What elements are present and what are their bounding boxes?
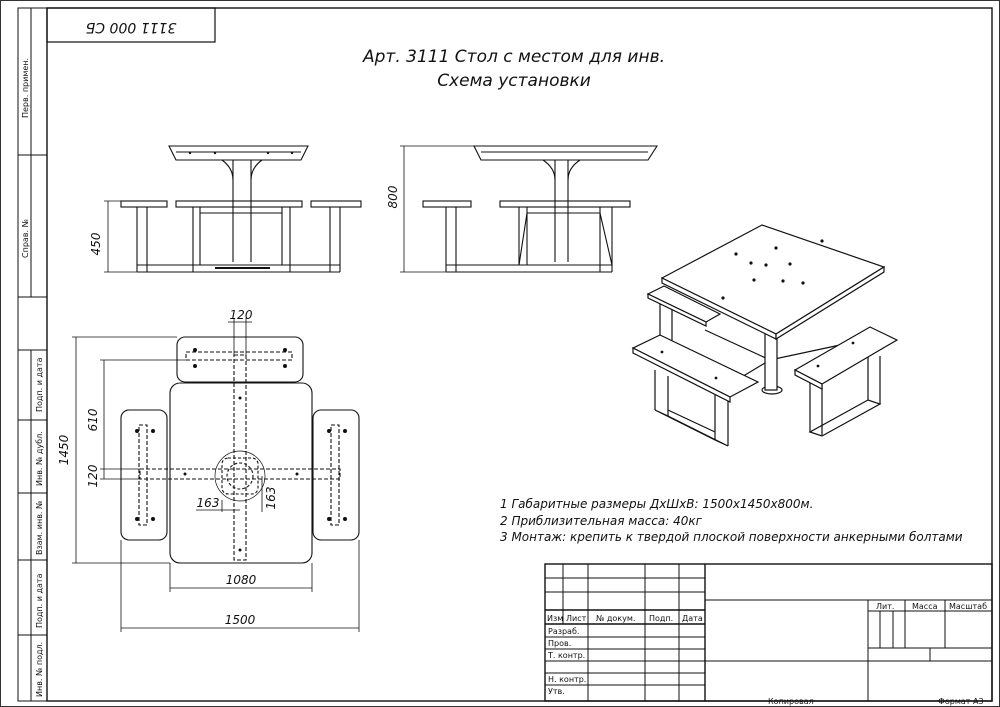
dim-table-height-label: 800 xyxy=(386,185,400,208)
title-block xyxy=(544,563,993,702)
side-label-inv-podl: Инв. № подл. xyxy=(35,642,44,697)
dim-bench-offset-label: 120 xyxy=(230,308,253,322)
dim-inner-length-label: 610 xyxy=(86,408,100,431)
isometric-view xyxy=(631,224,899,447)
dim-total-length-label: 1450 xyxy=(57,434,71,465)
tb-mass: Масса xyxy=(912,602,938,611)
side-label-column xyxy=(17,7,48,702)
side-label-podp-2: Подп. и дата xyxy=(35,573,44,628)
title-block-headers: Изм Лист № докум. Подп. Дата Разраб. Про… xyxy=(547,602,987,696)
front-view-table-holes xyxy=(188,151,294,155)
isometric-holes xyxy=(660,239,855,380)
plan-dimension-lines xyxy=(72,318,360,632)
tb-col-podp: Подп. xyxy=(649,614,673,623)
dim-hub-b-label: 163 xyxy=(264,487,278,510)
side-view xyxy=(422,145,659,273)
dim-hub-a-label: 163 xyxy=(197,496,220,510)
dim-seat-height xyxy=(104,200,137,273)
tb-lit: Лит. xyxy=(876,602,894,611)
side-label-sprav: Справ. № xyxy=(21,218,30,258)
tb-col-izm: Изм xyxy=(547,614,563,623)
copied-label: Копировал xyxy=(768,697,814,706)
drawing-title: Арт. 3111 Стол с местом для инв. xyxy=(362,47,665,67)
tb-col-data: Дата xyxy=(682,614,703,623)
tb-row-prov: Пров. xyxy=(548,639,571,648)
note-1: 1 Габаритные размеры ДхШхВ: 1500х1450х80… xyxy=(500,497,813,511)
side-label-vzam: Взам. инв. № xyxy=(35,500,44,555)
tb-col-doc: № докум. xyxy=(596,614,635,623)
drawing-subtitle: Схема установки xyxy=(437,71,591,91)
dim-total-width-label: 1500 xyxy=(225,613,256,627)
tb-scale: Масштаб xyxy=(949,602,987,611)
tb-row-tkontr: Т. контр. xyxy=(547,651,585,660)
note-3: 3 Монтаж: крепить к твердой плоской пове… xyxy=(500,530,963,544)
tb-row-razrab: Разраб. xyxy=(548,627,579,636)
plan-view xyxy=(120,336,360,564)
note-2: 2 Приблизительная масса: 40кг xyxy=(500,514,703,528)
side-label-podp-1: Подп. и дата xyxy=(35,357,44,412)
format-label: Формат А3 xyxy=(938,697,984,706)
side-label-perv: Перв. примен. xyxy=(21,58,30,118)
tb-row-nkontr: Н. контр. xyxy=(548,675,586,684)
stamp-code: 3111 000 СБ xyxy=(86,19,177,35)
plan-view-bolts xyxy=(135,348,347,552)
dim-table-height xyxy=(400,145,474,273)
tb-col-list: Лист xyxy=(566,614,587,623)
front-view xyxy=(120,145,362,273)
side-label-inv-dubl: Инв. № дубл. xyxy=(35,431,44,486)
dim-center-offset-label: 120 xyxy=(86,464,100,487)
tb-row-utv: Утв. xyxy=(548,687,565,696)
dim-table-width-label: 1080 xyxy=(226,573,257,587)
dim-seat-height-label: 450 xyxy=(89,232,103,255)
stamp-code-box xyxy=(46,7,216,43)
